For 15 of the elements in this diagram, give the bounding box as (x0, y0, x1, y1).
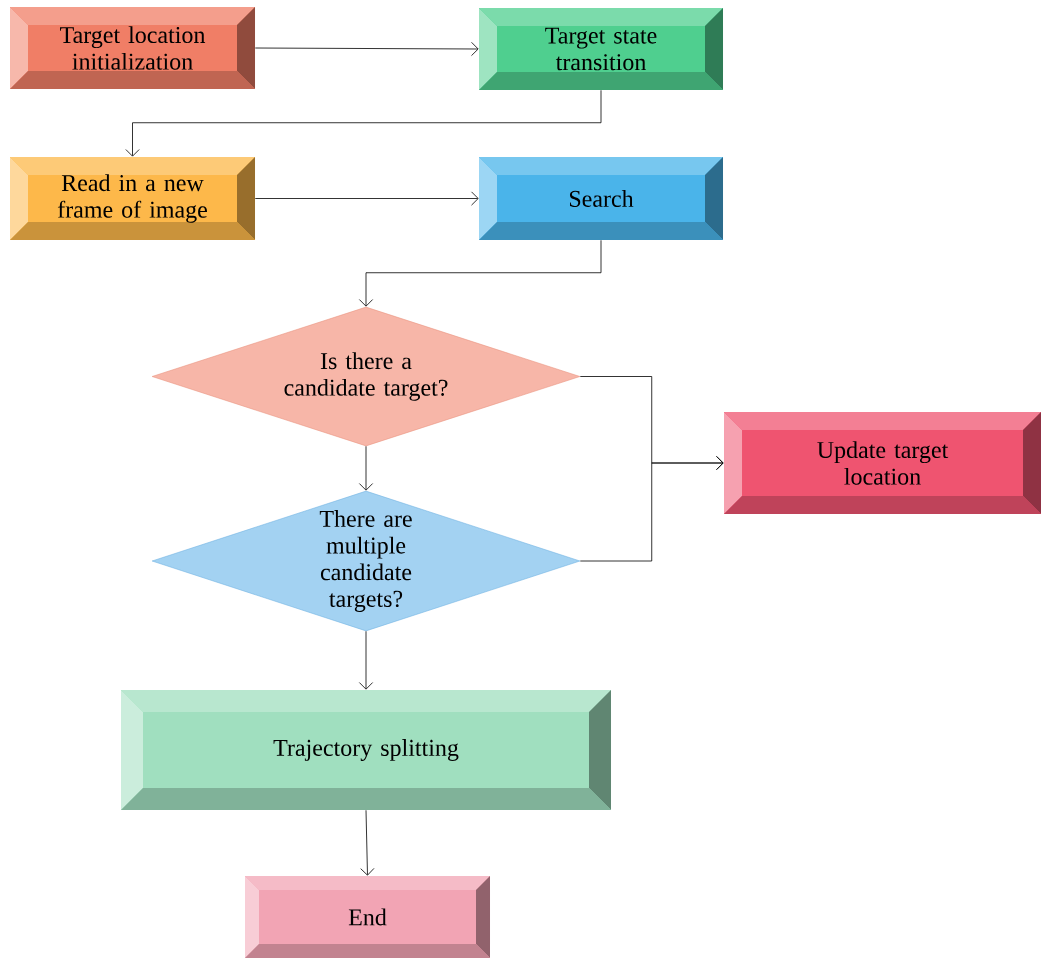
process-box: Update target location (724, 412, 1041, 514)
arrow (360, 809, 375, 876)
arrow (125, 89, 602, 157)
process-box: Trajectory splitting (121, 690, 611, 810)
process-box: Search (479, 157, 723, 240)
process-box: Target state transition (479, 8, 723, 90)
arrow (254, 191, 479, 206)
process-box: Read in a new frame of image (10, 157, 255, 240)
arrow (358, 630, 374, 690)
arrow (254, 41, 479, 57)
process-box: Target location initialization (10, 7, 255, 89)
arrow (358, 445, 374, 491)
arrow (358, 239, 602, 307)
arrow (579, 455, 724, 562)
process-box: End (245, 876, 490, 958)
